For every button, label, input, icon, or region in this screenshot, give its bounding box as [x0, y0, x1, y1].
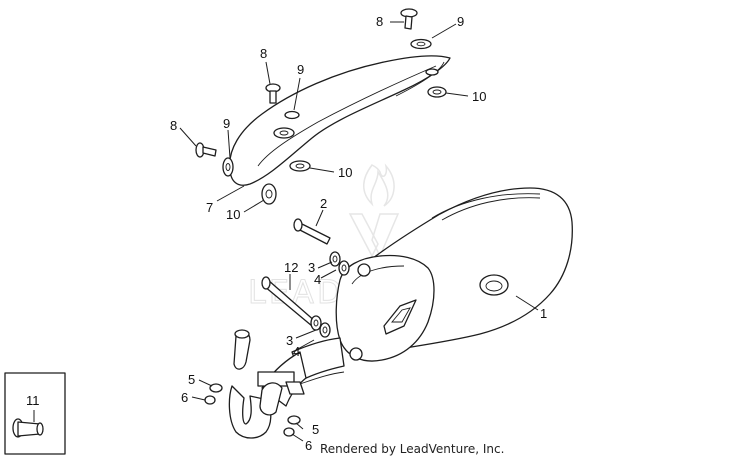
- render-credit: Rendered by LeadVenture, Inc.: [320, 442, 504, 456]
- nut-6-right: [283, 427, 295, 437]
- callout-9-top: 9: [457, 14, 464, 29]
- washer-3-upper: [338, 260, 350, 276]
- muffler: [335, 187, 573, 362]
- grommet-10-middle: [289, 160, 311, 172]
- callout-9-middle: 9: [297, 62, 304, 77]
- inset-box-part-11: [4, 372, 66, 455]
- callout-3-upper: 3: [308, 260, 315, 275]
- callout-3-lower: 3: [286, 333, 293, 348]
- callout-6-left: 6: [181, 390, 188, 405]
- callout-8-left: 8: [170, 118, 177, 133]
- grommet-10-top: [427, 86, 447, 98]
- callout-10-left: 10: [226, 207, 240, 222]
- washer-4-upper: [329, 251, 341, 267]
- watermark-logo-icon: [348, 163, 400, 258]
- callout-2: 2: [320, 196, 327, 211]
- washer-9-top: [410, 38, 432, 50]
- callout-10-middle: 10: [338, 165, 352, 180]
- callout-10-top: 10: [472, 89, 486, 104]
- callout-5-left: 5: [188, 372, 195, 387]
- callout-8-middle: 8: [260, 46, 267, 61]
- grommet-10-left: [261, 183, 277, 205]
- callout-4-lower: 4: [293, 344, 300, 359]
- leader-lines: [33, 21, 539, 442]
- stud-2: [293, 218, 331, 245]
- callout-4-upper: 4: [314, 272, 321, 287]
- washer-9-middle: [273, 127, 295, 139]
- rivet-11: [12, 418, 44, 438]
- spring-5-right: [287, 415, 301, 425]
- washer-3-lower: [319, 322, 331, 338]
- exhaust-header-pipe: [228, 329, 345, 439]
- callout-5-right: 5: [312, 422, 319, 437]
- callout-1: 1: [540, 306, 547, 321]
- callout-6-right: 6: [305, 438, 312, 453]
- callout-12: 12: [284, 260, 298, 275]
- screw-8-top: [400, 8, 418, 30]
- callout-9-left: 9: [223, 116, 230, 131]
- washer-4-lower: [310, 315, 322, 331]
- nut-6-left: [204, 395, 216, 405]
- callout-8-top: 8: [376, 14, 383, 29]
- spring-5-left: [209, 383, 223, 393]
- washer-9-left: [222, 157, 234, 177]
- callout-labels: 1 2 3 4 3 4 5 6 5 6 7 8 8 8 9 9 9 10 10 …: [26, 14, 547, 453]
- callout-7: 7: [206, 200, 213, 215]
- screw-8-left: [195, 142, 217, 158]
- screw-8-middle: [265, 83, 281, 104]
- callout-11: 11: [26, 393, 40, 408]
